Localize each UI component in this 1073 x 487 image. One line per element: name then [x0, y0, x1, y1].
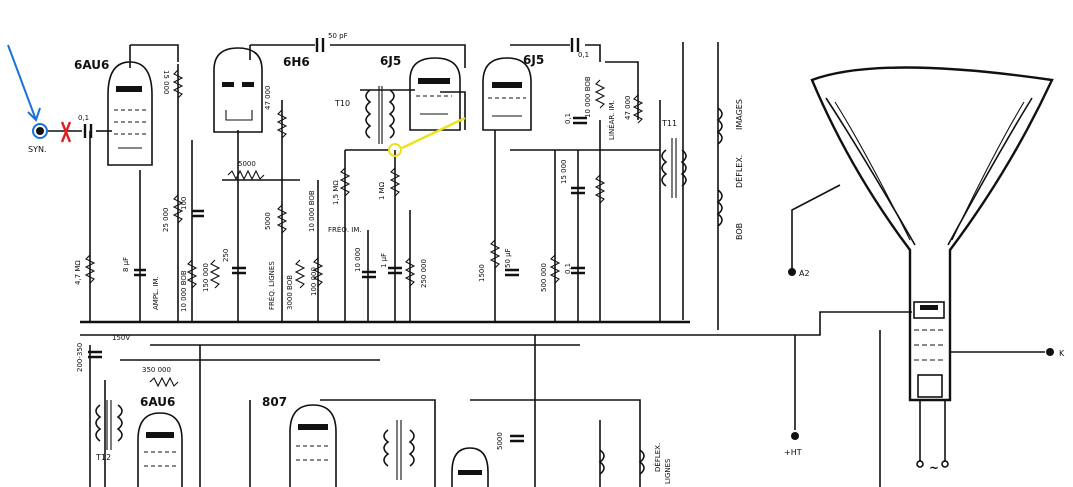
labels: 6AU6 6H6 6J5 6J5 6AU6 807 T10 T11 T12 SY… [28, 32, 1065, 484]
c-01b-label: 0,1 [564, 113, 572, 124]
tube-v7 [451, 447, 489, 487]
transformer-t10-label: T10 [334, 99, 350, 108]
a2-terminal-label: A2 [799, 269, 810, 278]
c-200-350-label: 200-350 [76, 343, 84, 372]
c-15000-label: 15 000 [560, 160, 568, 185]
c-10000-label: 10 000 [354, 248, 362, 273]
coil-deflex-lignes [598, 449, 645, 475]
r-25000-label: 25 000 [162, 208, 170, 233]
output-transformer [383, 420, 415, 480]
tube-v5-label: 6AU6 [140, 395, 175, 409]
tube-v1-label: 6AU6 [74, 58, 109, 72]
r-350000-label: 350 000 [142, 366, 171, 374]
c-01c-label: 0,1 [564, 263, 572, 274]
c-top-label: 50 pF [328, 32, 348, 40]
r-15mohm-label: 1,5 MΩ [332, 180, 340, 205]
r-5000a-label: 5000 [238, 160, 256, 168]
tube-v2-label: 6H6 [283, 55, 310, 69]
tube-v3 [409, 57, 461, 131]
transformer-t11-label: T11 [661, 119, 677, 128]
r-15000-label: 15 000 [162, 70, 170, 95]
r-47000b-label: 47 000 [624, 96, 632, 121]
c-100-label: 100 [180, 197, 188, 210]
r-ampl-label: AMPL. IM. [152, 276, 160, 310]
transformer-t10 [365, 86, 395, 144]
r-47000a-label: 47 000 [264, 86, 272, 111]
r-freq-lignes-label: FRÉQ. LIGNES [267, 261, 276, 310]
crt-tube [810, 66, 1054, 402]
tube-v6 [289, 404, 337, 487]
terminals [32, 123, 1054, 468]
tube-v3-label: 6J5 [380, 54, 401, 68]
r-250000-label: 250 000 [420, 259, 428, 288]
c-8uf-label: 8 µF [122, 257, 130, 272]
red-cross-annotation [60, 121, 72, 143]
c-50uf-label: 50 µF [504, 248, 512, 268]
r-100000-label: 100 000 [310, 267, 318, 296]
ht-terminal-label: +HT [784, 448, 802, 457]
c-6j5b-label: 0,1 [578, 51, 589, 59]
r-1500-label: 1500 [478, 264, 486, 282]
r-freq-lignes-val-label: 3000 BOB [286, 275, 294, 310]
coil-lignes-label: LIGNES [664, 458, 672, 484]
coil-deflex-lignes-label: DÉFLEX. [653, 443, 662, 472]
r-47mohm-label: 4,7 MΩ [74, 260, 82, 285]
r-ampl-val-label: 10 000 BOB [180, 270, 188, 312]
tube-v4-label: 6J5 [523, 53, 544, 67]
r-1mohm-label: 1 MΩ [378, 181, 386, 200]
c-in-label: 0,1 [78, 114, 89, 122]
r-linear-label: LINÉAR. IM. [607, 100, 616, 140]
coil-deflex-images-label: DÉFLEX. [733, 155, 744, 188]
c-250-label: 250 [222, 249, 230, 262]
blue-arrow-annotation [7, 44, 41, 122]
r-10000bob-b-label: 10 000 BOB [584, 76, 592, 118]
tube-v6-label: 807 [262, 395, 287, 409]
tube-v2 [213, 47, 263, 133]
tube-v5 [137, 412, 183, 487]
r-freq-im-label: FRÉQ. IM. [328, 225, 362, 234]
syn-terminal-label: SYN. [28, 145, 47, 154]
transformer-t12 [95, 400, 123, 450]
resistors [84, 69, 644, 388]
transformer-t12-label: T12 [95, 453, 111, 462]
coil-images-label: IMAGES [735, 99, 744, 130]
r-5000b-label: 5000 [264, 212, 272, 230]
transformer-t11 [661, 138, 687, 198]
r-150000-label: 150 000 [202, 263, 210, 292]
k-terminal-label: K [1059, 349, 1065, 358]
capacitors [83, 38, 587, 443]
coil-deflex-images [716, 107, 723, 227]
v-150-label: 150V [112, 334, 130, 342]
r-500000-label: 500 000 [540, 263, 548, 292]
c-1uf-label: 1 µF [380, 253, 388, 268]
r-10000bob-label: 10 000 BOB [308, 190, 316, 232]
ac-terminal-label: ~ [929, 461, 939, 475]
yellow-arrow-annotation [388, 116, 466, 157]
c-5000-label: 5000 [496, 432, 504, 450]
coil-bob-label: BOB [735, 223, 744, 240]
tube-v4 [482, 57, 532, 131]
tube-v1 [107, 61, 153, 166]
